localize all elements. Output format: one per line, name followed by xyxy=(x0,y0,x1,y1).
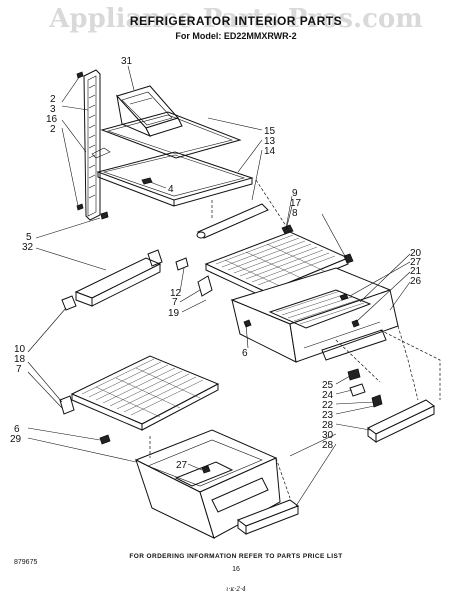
callout-17: 17 xyxy=(290,198,302,209)
callout-32: 32 xyxy=(22,242,34,253)
upper-glass-shelf xyxy=(91,111,269,239)
callout-9: 9 xyxy=(292,188,298,199)
callout-10: 10 xyxy=(14,344,26,355)
callout-26: 26 xyxy=(410,276,422,287)
handwritten-mark: ι·κ·2·4 xyxy=(226,586,246,593)
callout-19: 19 xyxy=(168,308,180,319)
crisper-front-rail xyxy=(61,249,163,311)
lower-wire-shelf xyxy=(59,355,220,445)
callout-27: 27 xyxy=(410,257,422,268)
callout-4: 4 xyxy=(168,184,174,195)
callout-2-a: 2 xyxy=(50,94,56,105)
callout-22: 22 xyxy=(322,400,334,411)
callout-20: 20 xyxy=(410,248,422,259)
page-number: 16 xyxy=(232,566,240,573)
callout-18: 18 xyxy=(14,354,26,365)
callout-27-b: 27 xyxy=(176,460,188,471)
callout-28-a: 28 xyxy=(322,420,334,431)
callout-labels: 31 2 3 16 2 15 13 14 4 9 17 8 5 32 20 27… xyxy=(10,56,422,471)
callout-7-a: 7 xyxy=(172,297,178,308)
callout-13: 13 xyxy=(264,136,276,147)
callout-28-b: 28 xyxy=(322,440,334,451)
callout-14: 14 xyxy=(264,146,276,157)
callout-6-a: 6 xyxy=(242,348,248,359)
callout-31: 31 xyxy=(121,56,133,67)
callout-24: 24 xyxy=(322,390,334,401)
callout-7-b: 7 xyxy=(16,364,22,375)
model-line: For Model: ED22MMXRWR-2 xyxy=(175,31,297,41)
lower-crisper-drawer xyxy=(134,429,300,539)
callout-29: 29 xyxy=(10,434,22,445)
diagram-code: 879675 xyxy=(14,559,38,566)
callout-leader-lines xyxy=(27,65,411,507)
callout-30: 30 xyxy=(322,430,334,441)
callout-8: 8 xyxy=(292,208,298,219)
callout-6-b: 6 xyxy=(14,424,20,435)
callout-3: 3 xyxy=(50,104,56,115)
small-storage-bin xyxy=(116,85,183,137)
lower-right-rail xyxy=(367,399,435,443)
ordering-note: FOR ORDERING INFORMATION REFER TO PARTS … xyxy=(129,553,343,560)
alignment-guides xyxy=(149,179,441,499)
shelf-support-rail xyxy=(76,69,109,221)
callout-5: 5 xyxy=(26,232,32,243)
callout-16: 16 xyxy=(46,114,58,125)
callout-12: 12 xyxy=(170,288,182,299)
callout-2-b: 2 xyxy=(50,124,56,135)
callout-23: 23 xyxy=(322,410,334,421)
callout-15: 15 xyxy=(264,126,276,137)
humidity-control-parts xyxy=(347,368,383,408)
callout-25: 25 xyxy=(322,380,334,391)
page-title: REFRIGERATOR INTERIOR PARTS xyxy=(129,14,343,28)
callout-21: 21 xyxy=(410,266,422,277)
